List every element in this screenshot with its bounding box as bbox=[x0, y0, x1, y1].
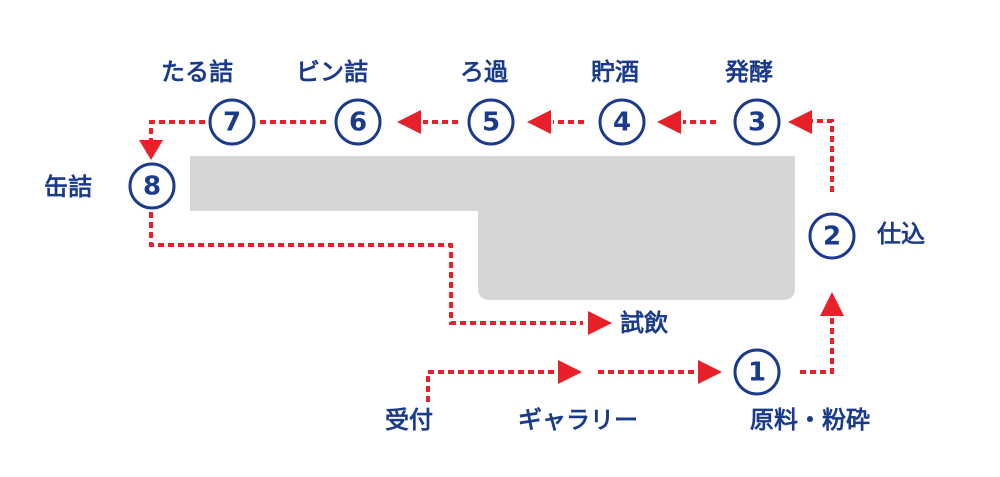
step-circle-1 bbox=[733, 348, 781, 396]
step-circle-3 bbox=[733, 98, 781, 146]
gallery-label: ギャラリー bbox=[518, 406, 638, 434]
step-circle-2 bbox=[808, 212, 856, 260]
step-number-1: 1 bbox=[748, 358, 766, 388]
arrowhead-gallery bbox=[558, 360, 582, 384]
step-label-3: 発酵 bbox=[725, 58, 773, 86]
step-circle-8 bbox=[128, 162, 176, 210]
route-reception-to-gallery bbox=[426, 370, 555, 402]
step-label-2: 仕込 bbox=[877, 220, 925, 248]
step-circles: 1 2 3 4 5 6 7 8 bbox=[128, 98, 856, 396]
step-circle-5 bbox=[467, 98, 515, 146]
route-step2-to-step3 bbox=[810, 119, 834, 192]
step-label-5: ろ過 bbox=[460, 58, 508, 86]
step-number-8: 8 bbox=[143, 172, 161, 202]
step-circle-4 bbox=[598, 98, 646, 146]
route-step1-to-step2 bbox=[800, 318, 834, 374]
arrowhead-step1 bbox=[698, 360, 722, 384]
step-label-1: 原料・粉砕 bbox=[750, 406, 870, 434]
tasting-label: 試飲 bbox=[620, 309, 668, 337]
arrowhead-step6 bbox=[397, 110, 421, 134]
step-number-2: 2 bbox=[823, 222, 841, 252]
step-number-6: 6 bbox=[349, 108, 367, 138]
route-arrowheads bbox=[139, 110, 844, 384]
route-step7-to-step8 bbox=[149, 120, 205, 142]
step-number-3: 3 bbox=[748, 108, 766, 138]
step-number-7: 7 bbox=[223, 108, 241, 138]
facility-area bbox=[190, 156, 795, 300]
arrowhead-step2 bbox=[820, 292, 844, 316]
step-number-5: 5 bbox=[482, 108, 500, 138]
arrowhead-step8 bbox=[139, 140, 163, 160]
step-label-8: 缶詰 bbox=[44, 173, 92, 201]
route-lines bbox=[149, 119, 834, 402]
arrowhead-step4 bbox=[657, 110, 681, 134]
step-circle-6 bbox=[334, 98, 382, 146]
arrowhead-step3 bbox=[788, 110, 812, 134]
step-circle-7 bbox=[208, 98, 256, 146]
step-label-7: たる詰 bbox=[161, 58, 233, 86]
reception-label: 受付 bbox=[385, 406, 433, 434]
arrowhead-tasting bbox=[588, 311, 612, 335]
arrowhead-step5 bbox=[527, 110, 551, 134]
step-label-4: 貯酒 bbox=[591, 58, 639, 86]
step-label-6: ビン詰 bbox=[296, 58, 368, 86]
route-step8-to-tasting bbox=[149, 212, 583, 325]
step-number-4: 4 bbox=[613, 108, 631, 138]
